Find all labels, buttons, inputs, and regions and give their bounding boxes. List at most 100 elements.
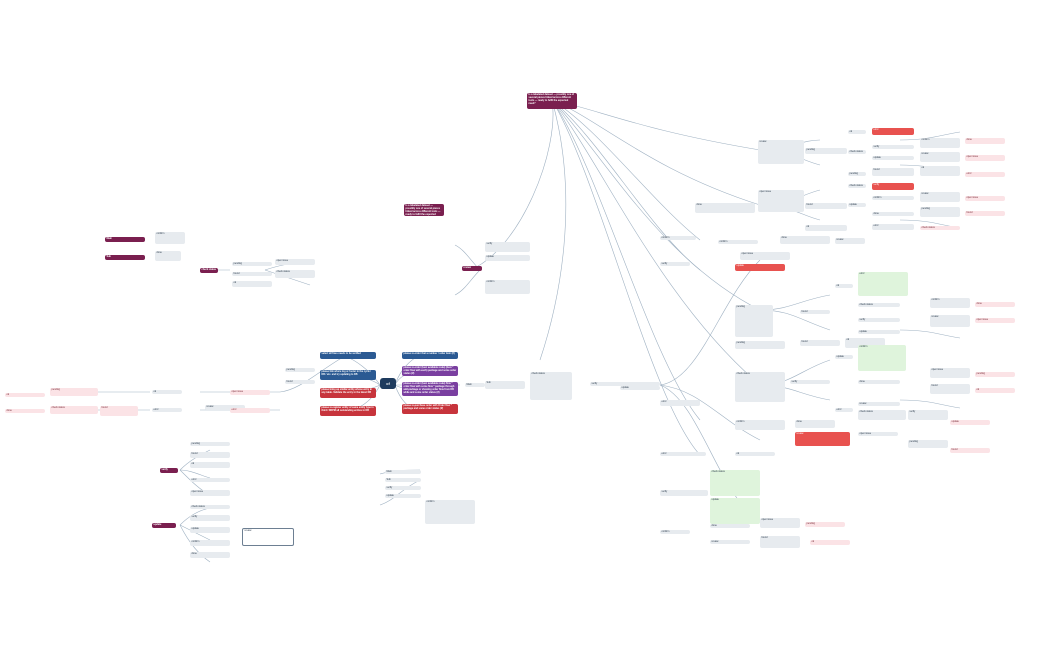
detail-r26: ok	[805, 225, 847, 231]
left-maroon-2[interactable]: Sub	[105, 255, 145, 260]
detail-l21: error	[190, 478, 230, 482]
detail-r20: check status	[848, 184, 866, 188]
left-maroon-5[interactable]: update	[152, 523, 176, 528]
detail-l13: Main	[385, 470, 421, 474]
green-r3: check status	[710, 470, 760, 496]
secondary-question-node[interactable]: Is a tabulated dataset — possibly one of…	[404, 204, 444, 216]
root-question-node[interactable]: Is a tabulated dataset — possibly one of…	[527, 93, 577, 109]
detail-l25: update	[190, 527, 230, 533]
left-maroon-4[interactable]: verify	[160, 468, 178, 473]
detail-r34: found	[800, 310, 830, 314]
detail-r46: verify	[790, 380, 830, 384]
detail-l22: open issue	[190, 490, 230, 496]
red-r1: error	[872, 128, 914, 135]
detail-r15: confirm	[920, 138, 960, 148]
detail-r32: open issue	[740, 252, 790, 260]
detail-r51: found	[930, 384, 970, 394]
detail-l7: check status	[275, 270, 315, 278]
detail-l3: pending	[232, 262, 272, 266]
red-r4: review	[795, 432, 850, 446]
detail-r4: update	[620, 386, 660, 390]
detail-r38: update	[858, 330, 900, 334]
detail-l24: verify	[190, 515, 230, 521]
cluster-left-1[interactable]: select all fixes needs to be verified	[320, 352, 376, 359]
detail-l9: pending	[285, 368, 315, 372]
detail-r60: error	[660, 452, 706, 456]
detail-r12: check status	[848, 150, 866, 154]
detail-r56: done	[795, 420, 835, 428]
detail-r41: pending	[735, 341, 785, 349]
detail-l1: confirm	[155, 232, 185, 244]
green-r2: confirm	[858, 345, 906, 371]
detail-l14: Sub	[385, 478, 421, 482]
detail-l20: ok	[190, 462, 230, 468]
pink-r11: update	[950, 420, 990, 425]
detail-r42: found	[800, 340, 840, 346]
detail-r54: verify	[908, 410, 948, 420]
left-maroon-3[interactable]: check status	[200, 268, 218, 273]
cluster-left-3[interactable]: please bring up similar entity whose ent…	[320, 388, 376, 398]
pink-r3: error	[965, 172, 1005, 177]
pink-r5: found	[965, 211, 1005, 216]
detail-r45: check status	[735, 372, 785, 402]
detail-l23: check status	[190, 505, 230, 509]
detail-r8: open issue	[758, 190, 804, 212]
detail-r31: review	[835, 238, 865, 244]
detail-r13: verify	[872, 145, 914, 149]
detail-r25: pending	[920, 207, 960, 217]
detail-r57: open issue	[858, 432, 898, 436]
detail-r16: review	[920, 152, 960, 162]
detail-r22: confirm	[872, 196, 914, 200]
detail-r36: check status	[858, 303, 900, 307]
detail-r53: check status	[858, 410, 906, 420]
detail-l18: pending	[190, 442, 230, 446]
detail-l6: open issue	[275, 259, 315, 265]
pink-l1: open issue	[230, 390, 270, 395]
green-r4: update	[710, 498, 760, 524]
detail-r28: verify	[660, 262, 690, 266]
detail-l5: ok	[232, 281, 272, 287]
detail-r3: verify	[590, 382, 660, 386]
detail-l8: review	[205, 405, 245, 410]
detail-l2: done	[155, 251, 181, 261]
center-node[interactable]: cf	[380, 378, 396, 389]
cluster-left-2[interactable]: please link where log or footer in the c…	[320, 370, 376, 380]
detail-r44: error	[660, 400, 700, 406]
detail-l19: found	[190, 452, 230, 458]
pink-l2: error	[230, 408, 270, 413]
detail-r50: open issue	[930, 368, 970, 378]
pink-r7: done	[975, 302, 1015, 307]
detail-r40: review	[930, 315, 970, 327]
detail-m2: update	[485, 255, 530, 261]
mid-maroon-1[interactable]: review	[462, 266, 482, 271]
detail-r48: done	[858, 380, 900, 384]
pink-r12: found	[950, 448, 990, 453]
left-maroon-1[interactable]: Main	[105, 237, 145, 242]
detail-r1: Sub	[485, 381, 525, 389]
detail-r37: verify	[858, 318, 900, 322]
detail-r6: done	[695, 203, 755, 213]
detail-r55: confirm	[735, 420, 785, 430]
detail-r7: review	[758, 140, 804, 164]
detail-l11: ok	[152, 390, 182, 394]
cluster-right-4[interactable]: please re-purchase order with Order flow…	[402, 404, 458, 414]
detail-r49: review	[858, 402, 900, 406]
detail-r24: review	[920, 192, 960, 202]
detail-r5: confirm	[660, 236, 696, 240]
pink-r14: ok	[810, 540, 850, 545]
cluster-right-1[interactable]: please re-order that a number / order it…	[402, 352, 458, 359]
detail-r58: pending	[908, 440, 948, 448]
detail-r64: review	[710, 540, 750, 544]
pink-l3: pending	[50, 388, 98, 396]
detail-r39: confirm	[930, 298, 970, 308]
detail-r9: pending	[805, 148, 847, 154]
detail-r30: done	[780, 236, 830, 244]
detail-r63: done	[710, 524, 750, 528]
cluster-left-4[interactable]: please re-register entity of same entity…	[320, 406, 376, 416]
pink-r9: pending	[975, 372, 1015, 377]
cluster-right-3[interactable]: please re-order (best available route) f…	[402, 382, 458, 396]
detail-r11: ok	[848, 130, 866, 134]
pink-r13: pending	[805, 522, 845, 527]
cluster-right-2[interactable]: please re-order (best available route) (…	[402, 366, 458, 376]
pink-r1: done	[965, 138, 1005, 144]
